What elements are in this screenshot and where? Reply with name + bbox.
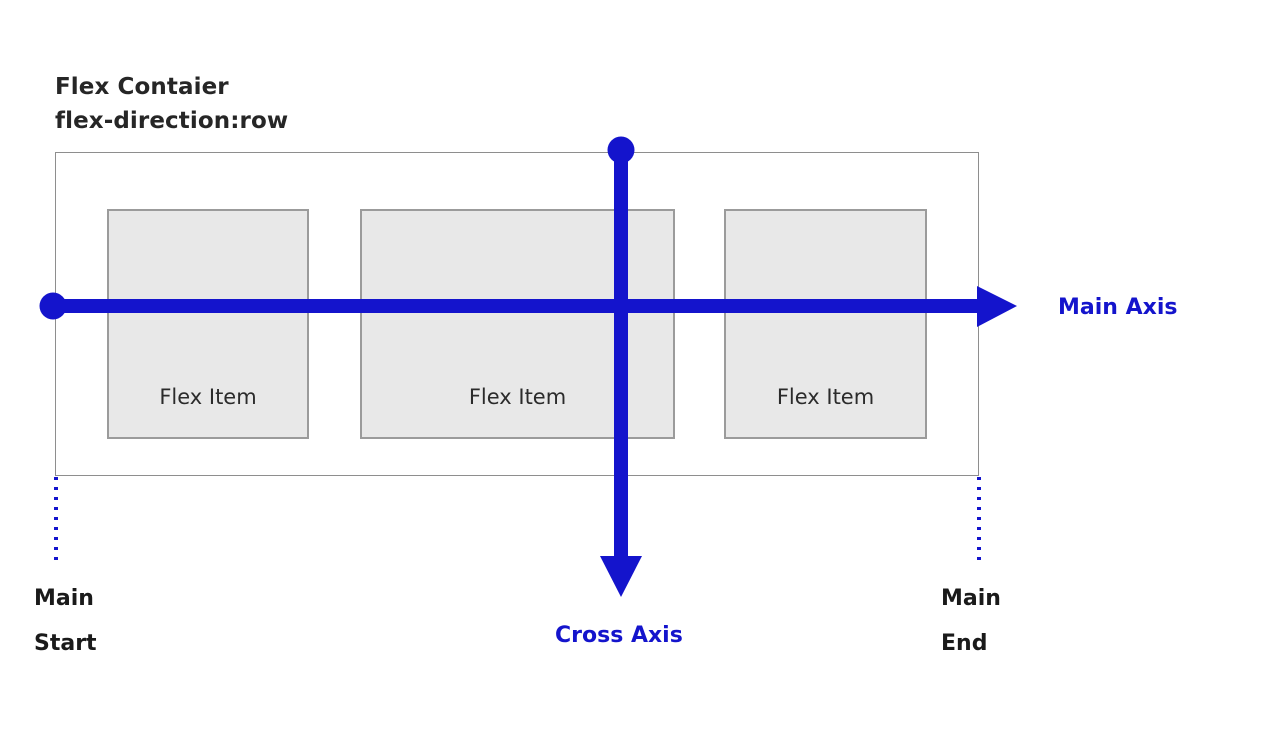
main-end-label-line2: End [941, 631, 988, 656]
flex-item-3-label: Flex Item [776, 385, 875, 409]
main-start-label: Main Start [34, 576, 97, 666]
main-start-label-line2: Start [34, 631, 97, 656]
main-start-label-line1: Main [34, 586, 94, 611]
main-end-label-line1: Main [941, 586, 1001, 611]
flex-item-1: Flex Item [107, 209, 309, 439]
cross-axis-arrow-head [600, 556, 642, 597]
cross-axis-label: Cross Axis [555, 623, 683, 648]
flex-item-2-label: Flex Item [468, 385, 567, 409]
flex-item-2: Flex Item [360, 209, 675, 439]
title-line-container: Flex Contaier [55, 74, 229, 100]
main-end-label: Main End [941, 576, 1001, 666]
diagram-title: Flex Contaier flex-direction:row [55, 70, 288, 138]
title-line-flex-direction: flex-direction:row [55, 108, 289, 134]
main-axis-label: Main Axis [1058, 295, 1178, 320]
flex-item-3: Flex Item [724, 209, 927, 439]
flex-item-1-label: Flex Item [159, 385, 257, 409]
main-axis-arrow-head [977, 286, 1017, 327]
